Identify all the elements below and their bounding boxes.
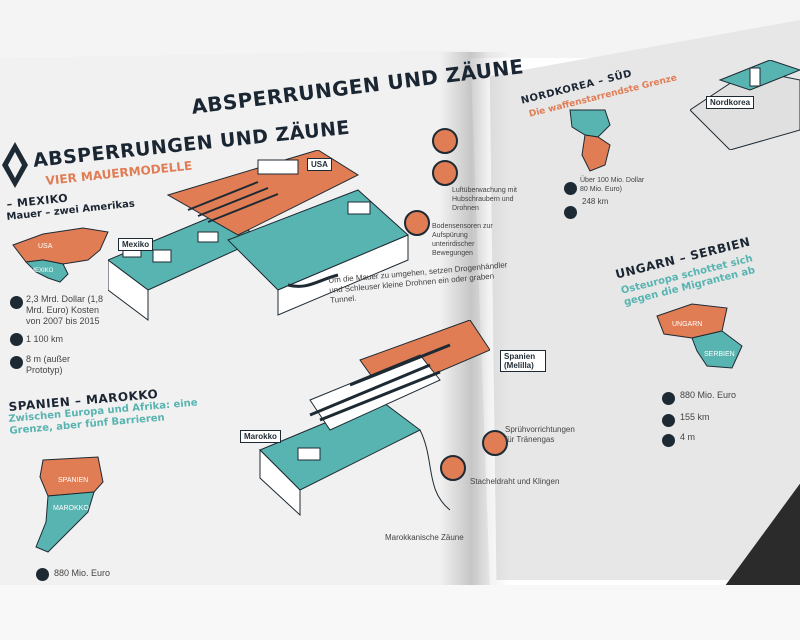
spanien-map: SPANIEN MAROKKO xyxy=(35,456,104,553)
sensor-callout-icon xyxy=(404,210,430,236)
mexiko-map-mexiko-label: MEXIKO xyxy=(30,268,54,274)
length-icon xyxy=(662,414,675,427)
length-icon xyxy=(10,333,23,346)
spanien-callout-gas: Sprühvorrichtungen für Tränengas xyxy=(505,425,575,444)
money-icon xyxy=(662,392,675,405)
spanien-cost: 880 Mio. Euro xyxy=(54,568,111,578)
helicopter-callout-icon xyxy=(432,160,458,186)
spanien-callout-wire: Stacheldraht und Klingen xyxy=(470,477,560,486)
spanien-map-label: SPANIEN xyxy=(58,477,88,484)
barbed-wire-callout-icon xyxy=(440,455,466,481)
drone-callout-icon xyxy=(432,128,458,154)
nordkorea-scene-label: Nordkorea xyxy=(706,96,755,109)
spanien-caption: Marokkanische Zäune xyxy=(385,533,464,542)
nordkorea-cost: Über 100 Mio. Dollar 80 Mio. Euro) xyxy=(580,177,645,193)
korea-map xyxy=(569,109,611,172)
height-icon xyxy=(662,434,675,447)
ungarn-cost: 880 Mio. Euro xyxy=(680,390,737,400)
height-icon xyxy=(10,356,23,369)
background-bottom xyxy=(0,585,800,640)
diamond-icon xyxy=(2,142,28,188)
money-icon xyxy=(10,296,23,309)
mexiko-cost: 2,3 Mrd. Dollar (1,8 Mrd. Euro) Kosten v… xyxy=(26,294,104,326)
nordkorea-length: 248 km xyxy=(582,197,609,206)
ungarn-length: 155 km xyxy=(680,412,710,422)
length-icon xyxy=(564,206,577,219)
ungarn-map-label: UNGARN xyxy=(672,321,702,328)
marokko-map-label: MAROKKO xyxy=(53,505,89,512)
nordkorea-border-scene xyxy=(690,60,800,150)
spanien-border-scene xyxy=(259,320,490,517)
mexiko-height: 8 m (außer Prototyp) xyxy=(26,354,71,375)
ungarn-map: UNGARN SERBIEN xyxy=(656,303,743,369)
money-icon xyxy=(564,182,577,195)
mexiko-callout-air: Luftüberwachung mit Hubschraubern und Dr… xyxy=(452,187,517,212)
ungarn-height: 4 m xyxy=(680,432,696,442)
mexiko-map: USA MEXIKO xyxy=(12,227,109,283)
mexiko-scene-label: Mexiko xyxy=(118,238,154,251)
serbien-map-label: SERBIEN xyxy=(704,351,735,358)
usa-scene-label: USA xyxy=(307,158,332,171)
mexiko-callout-ground: Bodensensoren zur Aufspürung unterirdisc… xyxy=(432,223,493,257)
mexiko-map-usa-label: USA xyxy=(38,243,53,250)
teargas-callout-icon xyxy=(482,430,508,456)
mexiko-border-scene xyxy=(108,150,409,321)
melilla-scene-label: Spanien (Melilla) xyxy=(500,350,546,372)
money-icon xyxy=(36,568,49,581)
mexiko-length: 1 100 km xyxy=(26,334,64,344)
marokko-scene-label: Marokko xyxy=(240,430,281,443)
